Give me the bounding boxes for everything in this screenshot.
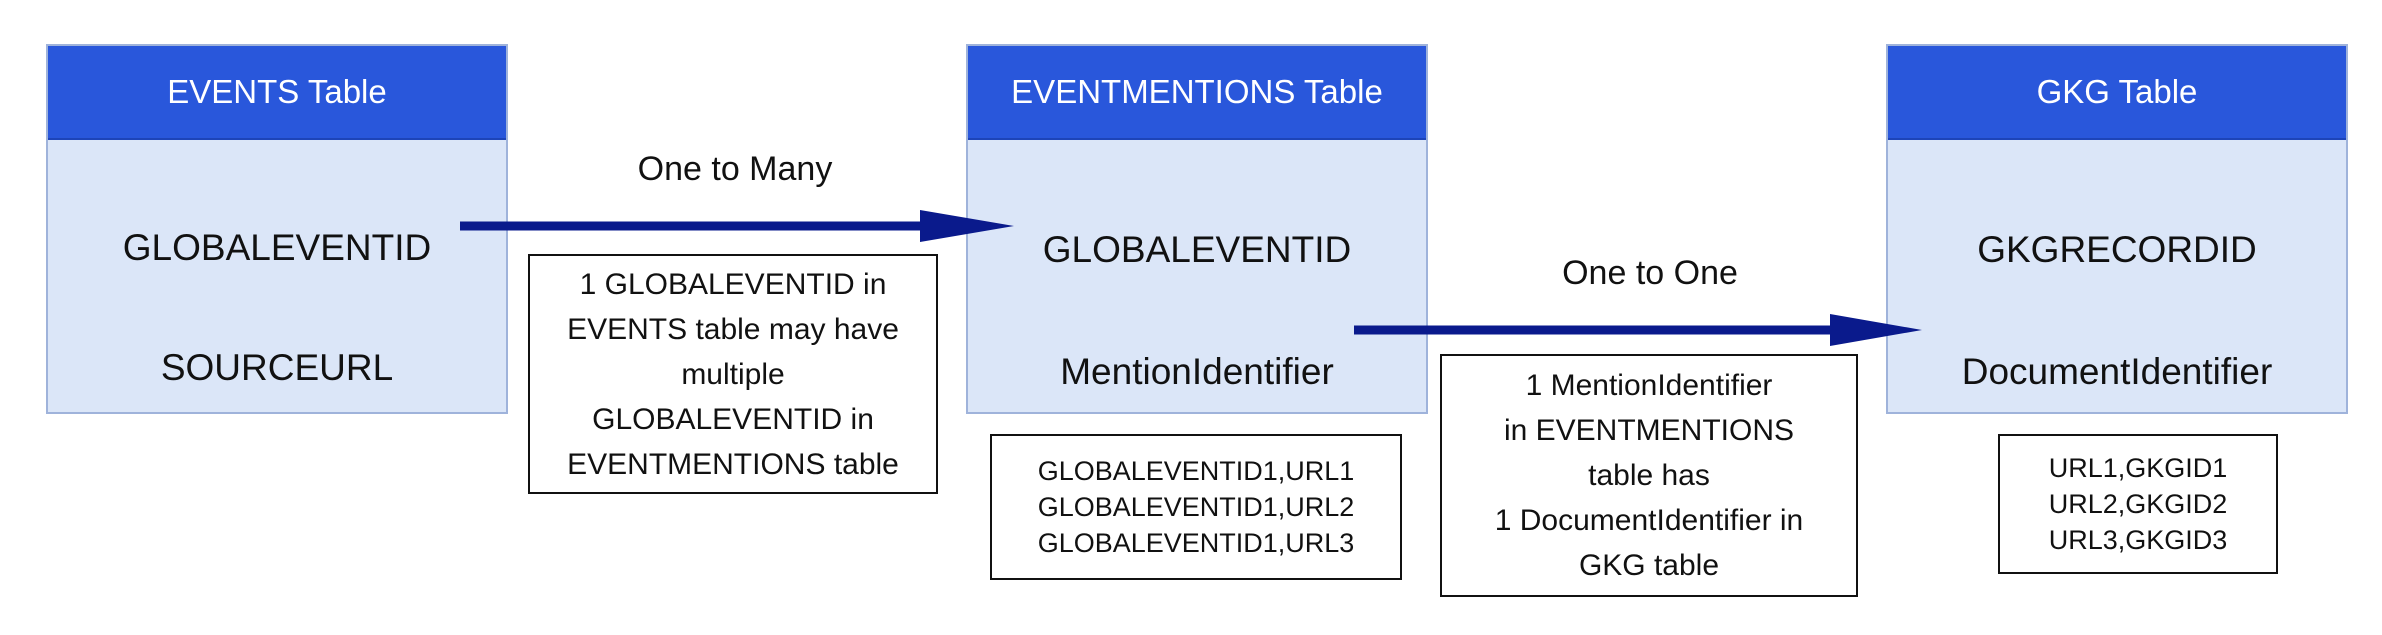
record-row: GLOBALEVENTID1,URL3 (1037, 528, 1355, 558)
gkg-table: GKG Table GKGRECORDID DocumentIdentifier (1886, 44, 2348, 414)
eventmentions-table: EVENTMENTIONS Table GLOBALEVENTID Mentio… (966, 44, 1428, 414)
one-to-one-arrow (1354, 314, 1922, 346)
one-to-many-arrow (460, 210, 1014, 242)
events-field-sourceurl: SOURCEURL (160, 347, 394, 388)
eventmentions-records: GLOBALEVENTID1,URL1 GLOBALEVENTID1,URL2 … (990, 434, 1402, 580)
record-row: URL1,GKGID1 (2048, 453, 2228, 483)
note-line: 1 DocumentIdentifier in (1494, 504, 1804, 537)
note-line: 1 MentionIdentifier (1525, 369, 1773, 402)
record-row: GLOBALEVENTID1,URL1 (1037, 456, 1355, 486)
eventmentions-field-globaleventid: GLOBALEVENTID (1042, 229, 1352, 270)
note-line: GLOBALEVENTID in (592, 402, 874, 436)
record-row: URL3,GKGID3 (2048, 525, 2228, 555)
eventmentions-table-header: EVENTMENTIONS Table (968, 46, 1426, 140)
one-to-many-label: One to Many (637, 150, 833, 188)
note-line: GKG table (1578, 549, 1720, 582)
note-line: in EVENTMENTIONS (1503, 414, 1795, 447)
gkg-table-header: GKG Table (1888, 46, 2346, 140)
gkg-field-gkgrecordid: GKGRECORDID (1977, 229, 2257, 270)
record-row: GLOBALEVENTID1,URL2 (1037, 492, 1355, 522)
note-line: EVENTS table may have (567, 312, 899, 346)
note-line: 1 GLOBALEVENTID in (579, 267, 887, 301)
eventmentions-field-mentionidentifier: MentionIdentifier (1060, 351, 1334, 392)
one-to-one-note: 1 MentionIdentifier in EVENTMENTIONS tab… (1440, 354, 1858, 597)
record-row: URL2,GKGID2 (2048, 489, 2228, 519)
one-to-one-label: One to One (1562, 254, 1738, 292)
gkg-records: URL1,GKGID1 URL2,GKGID2 URL3,GKGID3 (1998, 434, 2278, 574)
note-line: multiple (681, 357, 785, 391)
events-table: EVENTS Table GLOBALEVENTID SOURCEURL (46, 44, 508, 414)
gkg-field-documentidentifier: DocumentIdentifier (1961, 351, 2273, 392)
events-field-globaleventid: GLOBALEVENTID (122, 227, 432, 268)
one-to-many-note: 1 GLOBALEVENTID in EVENTS table may have… (528, 254, 938, 494)
note-line: EVENTMENTIONS table (567, 447, 899, 481)
events-table-header: EVENTS Table (48, 46, 506, 140)
note-line: table has (1588, 459, 1710, 492)
